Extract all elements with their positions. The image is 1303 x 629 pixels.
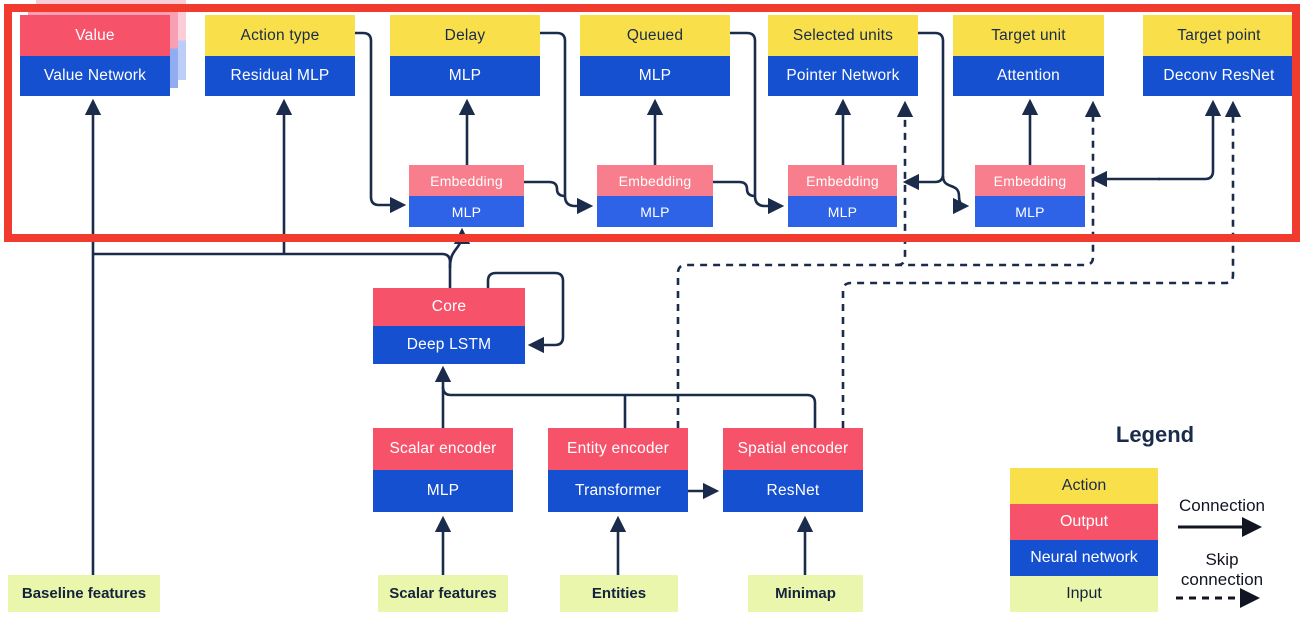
node-entity-encoder: Entity encoder Transformer	[548, 428, 688, 512]
legend-connection-label: Connection	[1178, 496, 1265, 515]
input-entities: Entities	[560, 575, 678, 612]
node-scalar-encoder: Scalar encoder MLP	[373, 428, 513, 512]
embedding-label: Embedding	[409, 165, 524, 196]
conn-queued-to-embed3	[730, 31, 785, 215]
conn-embed1-out	[524, 180, 566, 198]
legend-title: Legend	[1115, 422, 1195, 447]
node-spatial-encoder-network: ResNet	[723, 470, 863, 512]
conn-core-to-embed1	[448, 227, 471, 269]
node-scalar-encoder-label: Scalar encoder	[373, 428, 513, 470]
node-action-type: Action type Residual MLP	[205, 15, 355, 96]
legend-neural-network-swatch: Neural network	[1010, 540, 1158, 576]
node-delay: Delay MLP	[390, 15, 540, 96]
conn-encoder-bus	[441, 386, 817, 428]
node-value-output-label: Value	[20, 15, 170, 56]
node-core-label: Core	[373, 288, 525, 326]
node-target-point-label: Target point	[1143, 15, 1295, 56]
skip-branch-to-pointer	[896, 100, 914, 267]
node-embedding-4: Embedding MLP	[975, 165, 1085, 227]
conn-embed2-out	[713, 180, 756, 198]
node-embedding-3: Embedding MLP	[788, 165, 897, 227]
node-spatial-encoder-label: Spatial encoder	[723, 428, 863, 470]
node-target-unit-label: Target unit	[953, 15, 1104, 56]
node-target-point-network: Deconv ResNet	[1143, 56, 1295, 96]
node-queued-label: Queued	[580, 15, 730, 56]
conn-delay-to-embed2	[540, 31, 594, 215]
node-target-point: Target point Deconv ResNet	[1143, 15, 1295, 96]
legend-input-swatch: Input	[1010, 576, 1158, 612]
node-embedding-2: Embedding MLP	[597, 165, 713, 227]
embedding-network: MLP	[597, 196, 713, 227]
node-action-type-label: Action type	[205, 15, 355, 56]
conn-selectedunits-to-embed4	[941, 175, 970, 215]
legend-action-swatch: Action	[1010, 468, 1158, 504]
node-value-network-label: Value Network	[20, 56, 170, 96]
embedding-label: Embedding	[788, 165, 897, 196]
legend-skip-connection-label: Skip connection	[1180, 550, 1264, 589]
conn-to-deconv	[1158, 99, 1222, 181]
embedding-network: MLP	[409, 196, 524, 227]
node-selected-units: Selected units Pointer Network	[768, 15, 918, 96]
input-scalar-features: Scalar features	[378, 575, 508, 612]
conn-selectedunits-down	[902, 31, 945, 191]
input-minimap: Minimap	[748, 575, 863, 612]
embedding-label: Embedding	[975, 165, 1085, 196]
node-core-network: Deep LSTM	[373, 326, 525, 364]
embedding-network: MLP	[975, 196, 1085, 227]
legend-output-swatch: Output	[1010, 504, 1158, 540]
node-action-type-network: Residual MLP	[205, 56, 355, 96]
node-target-unit: Target unit Attention	[953, 15, 1104, 96]
node-delay-network: MLP	[390, 56, 540, 96]
embedding-network: MLP	[788, 196, 897, 227]
conn-core-bus	[94, 252, 452, 288]
node-entity-encoder-network: Transformer	[548, 470, 688, 512]
embedding-label: Embedding	[597, 165, 713, 196]
input-baseline-features: Baseline features	[8, 575, 160, 612]
node-selected-units-label: Selected units	[768, 15, 918, 56]
skip-entity-to-attention	[676, 100, 1102, 428]
node-core: Core Deep LSTM	[373, 288, 525, 364]
node-entity-encoder-label: Entity encoder	[548, 428, 688, 470]
skip-spatial-to-deconv	[841, 100, 1242, 428]
node-scalar-encoder-network: MLP	[373, 470, 513, 512]
node-queued-network: MLP	[580, 56, 730, 96]
conn-core-loop	[486, 271, 565, 354]
node-selected-units-network: Pointer Network	[768, 56, 918, 96]
node-delay-label: Delay	[390, 15, 540, 56]
node-spatial-encoder: Spatial encoder ResNet	[723, 428, 863, 512]
node-queued: Queued MLP	[580, 15, 730, 96]
node-embedding-1: Embedding MLP	[409, 165, 524, 227]
node-target-unit-network: Attention	[953, 56, 1104, 96]
node-value: Value Value Network	[20, 0, 186, 96]
conn-actiontype-to-embed1	[355, 31, 407, 214]
